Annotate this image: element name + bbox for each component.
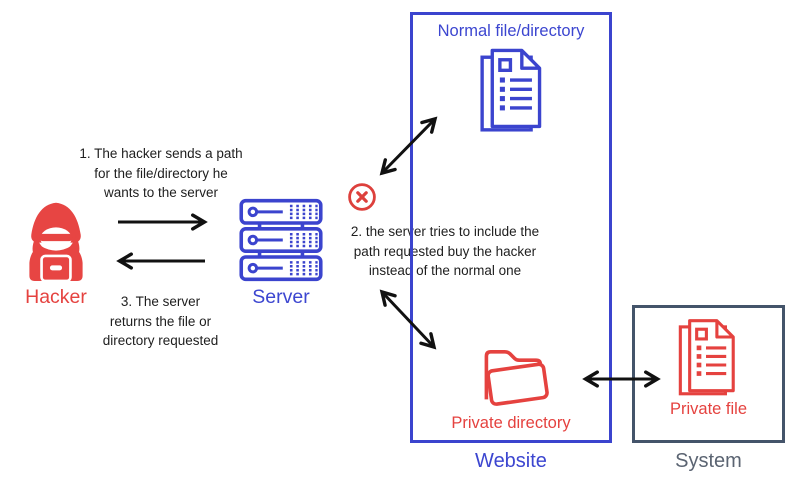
private-file-label: Private file xyxy=(669,400,748,418)
step2-annotation: 2. the server tries to include the path … xyxy=(350,224,540,279)
private-file-documents-icon xyxy=(671,318,741,398)
system-box: Private file xyxy=(632,305,785,443)
step3-annotation: 3. The server returns the file or direct… xyxy=(102,294,219,349)
hacker-icon xyxy=(18,196,94,290)
website-box: Normal file/directory Private directory xyxy=(410,12,612,443)
server-label: Server xyxy=(252,286,310,308)
step1-annotation: 1. The hacker sends a path for the file/… xyxy=(79,146,243,201)
private-directory-label: Private directory xyxy=(451,414,571,432)
system-box-label: System xyxy=(675,450,742,472)
website-box-label: Website xyxy=(475,450,547,472)
private-directory-folder-icon xyxy=(476,340,556,414)
error-x-icon xyxy=(347,182,377,212)
normal-file-label: Normal file/directory xyxy=(437,22,585,40)
normal-file-documents-icon xyxy=(472,48,548,134)
hacker-label: Hacker xyxy=(25,286,87,308)
server-rack-icon xyxy=(239,196,323,284)
